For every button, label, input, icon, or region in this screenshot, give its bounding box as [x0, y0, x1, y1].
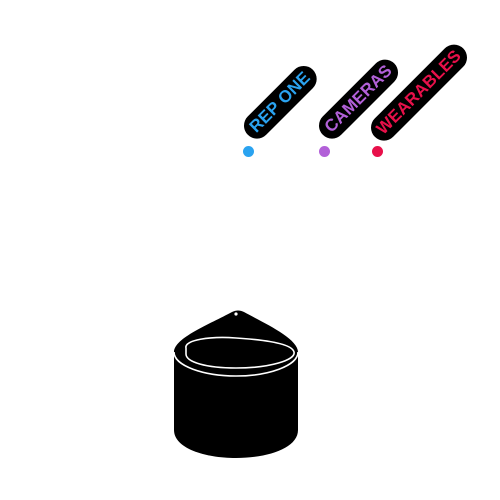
category-dot-rep-one[interactable] [243, 146, 254, 157]
category-dot-cameras[interactable] [319, 146, 330, 157]
category-label-rep-one[interactable]: REP ONE [238, 60, 322, 144]
category-dot-wearables[interactable] [372, 146, 383, 157]
smart-speaker-device-icon [173, 310, 299, 458]
